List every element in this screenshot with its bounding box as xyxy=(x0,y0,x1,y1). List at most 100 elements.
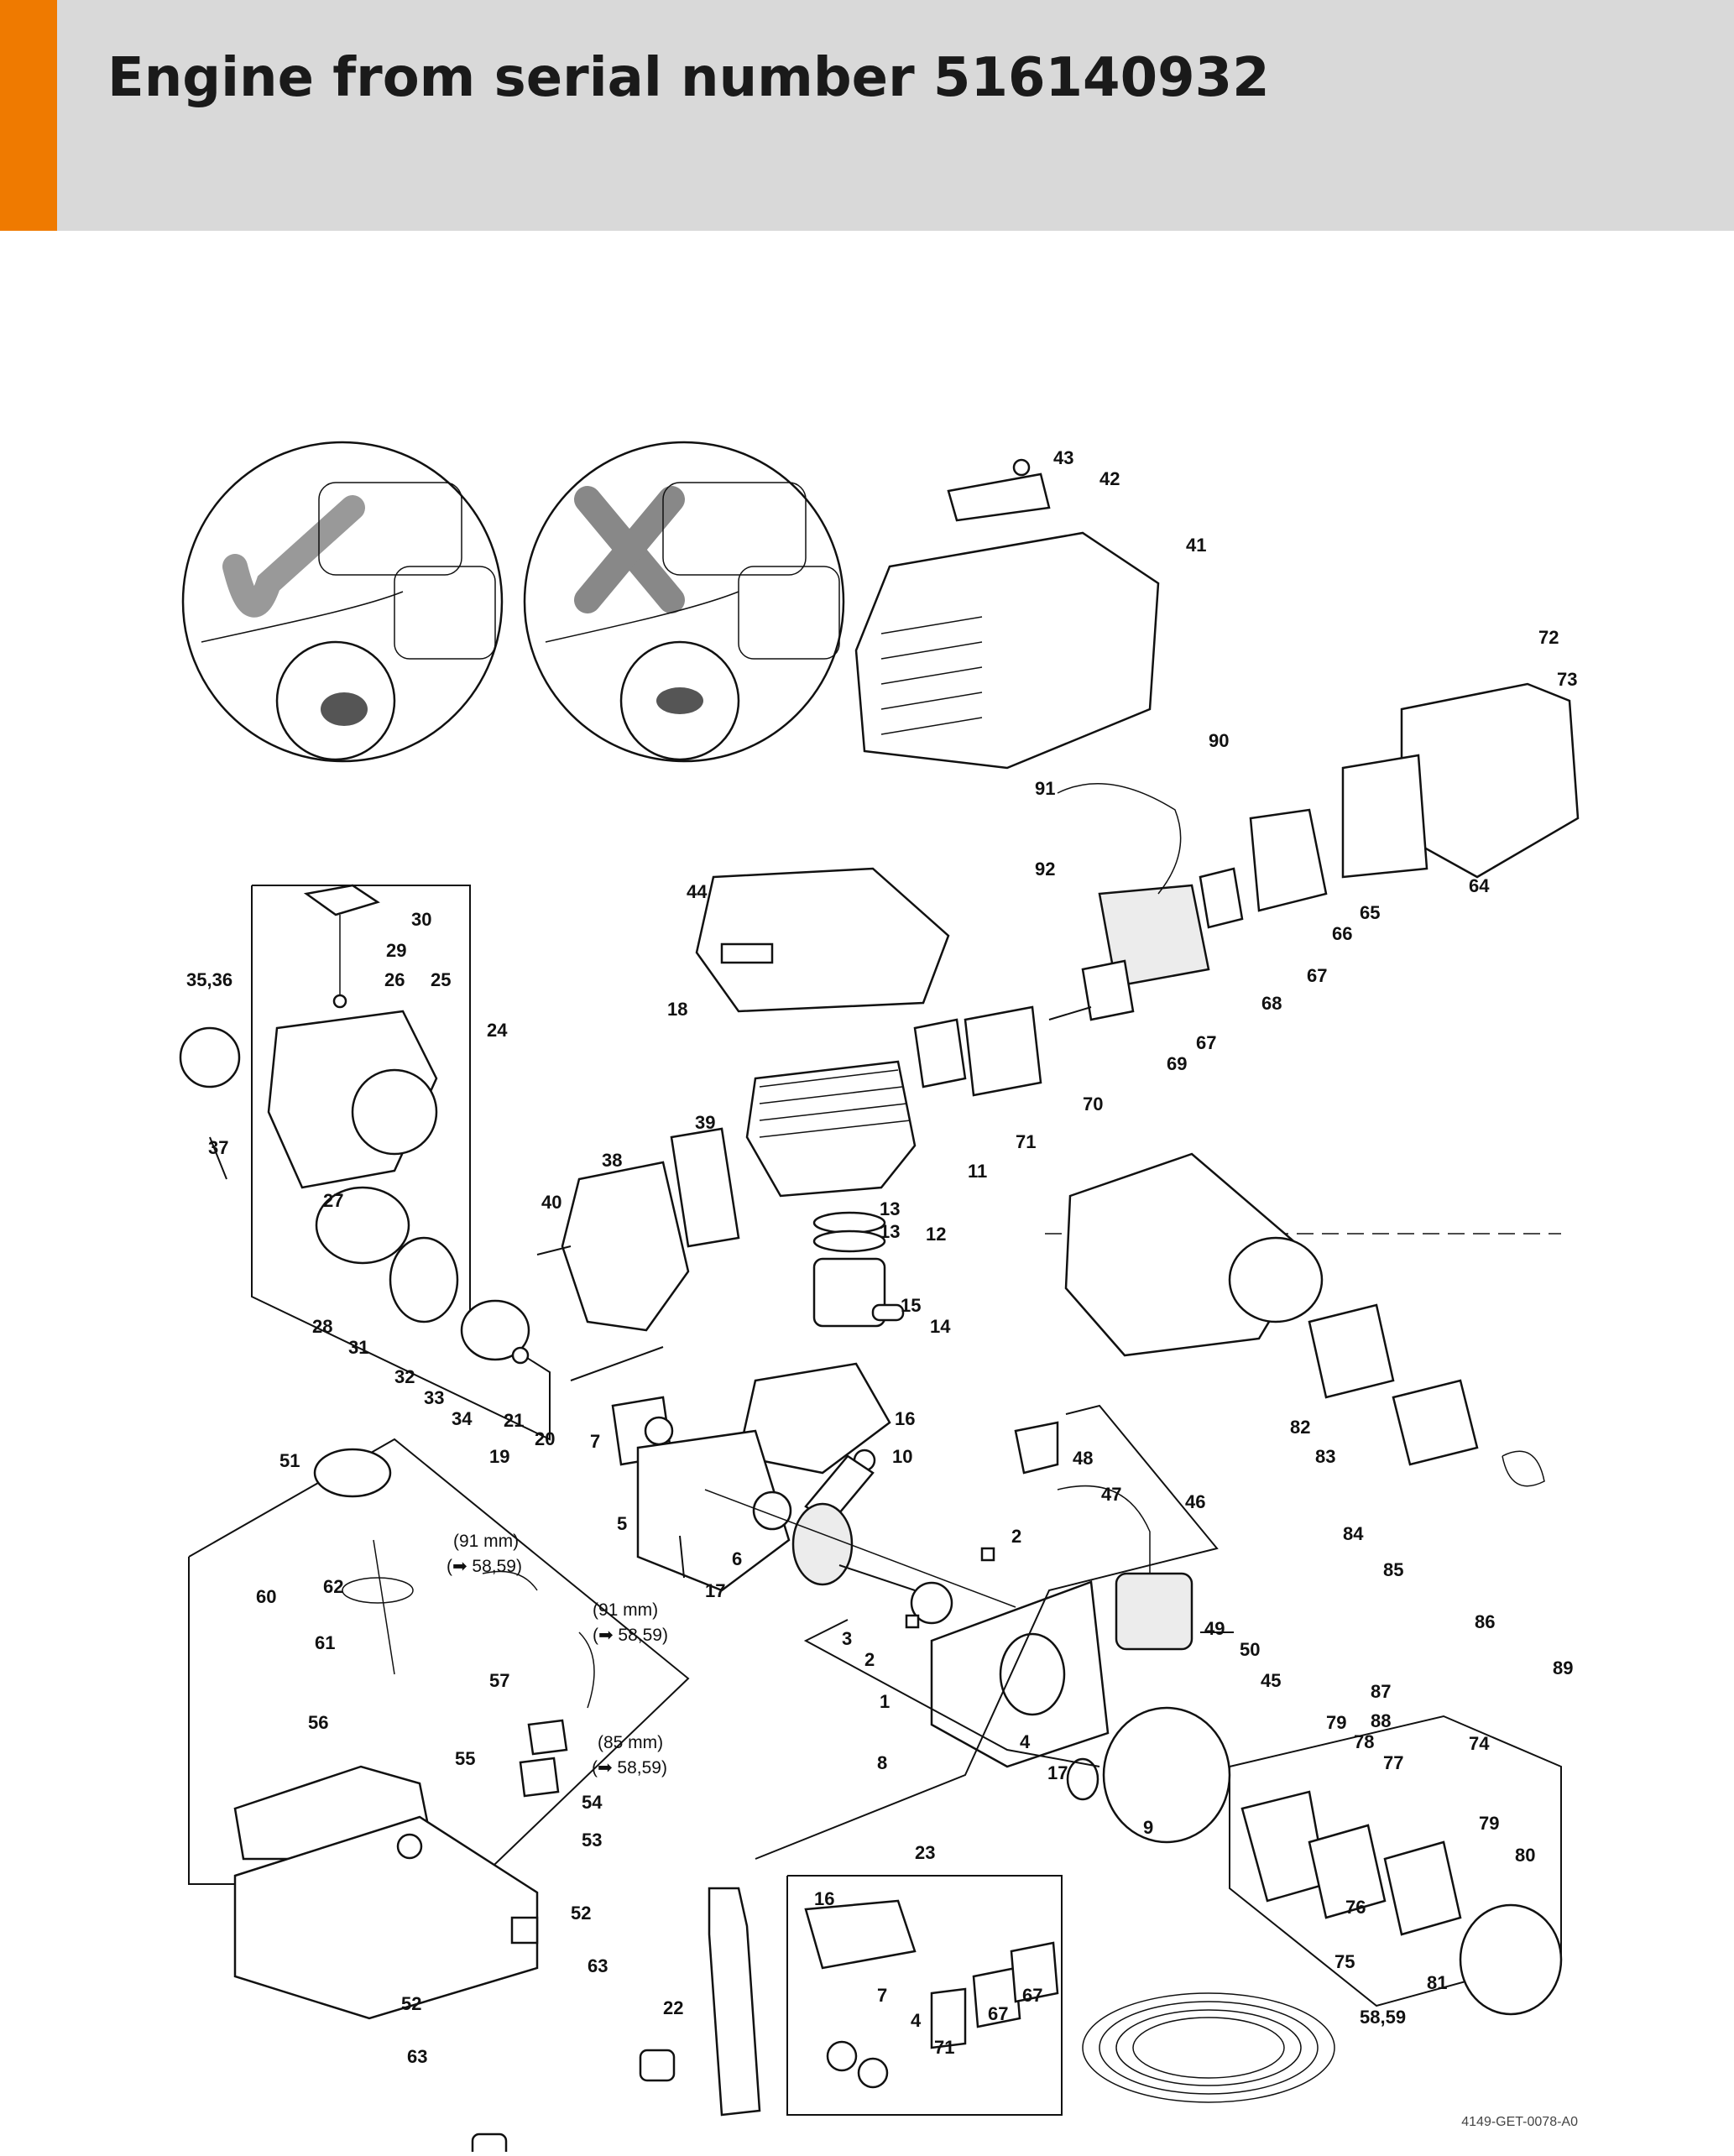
callout-label: 13 xyxy=(880,1198,900,1219)
callout-label: 4 xyxy=(911,2010,922,2031)
part-30-grip xyxy=(303,884,380,916)
callout-label: 2 xyxy=(864,1649,875,1670)
callout-label: 62 xyxy=(323,1576,343,1597)
length-note-1: (91 mm) xyxy=(453,1532,519,1551)
callout-label: 35,36 xyxy=(186,969,232,990)
part-16-gasket-set xyxy=(804,1899,917,1970)
part-7-seal-set xyxy=(826,2040,858,2072)
callout-label: 3 xyxy=(842,1628,852,1649)
callout-label: 55 xyxy=(455,1748,475,1769)
part-58-coil xyxy=(1082,1992,1335,2103)
part-33-washer xyxy=(511,1346,530,1365)
part-89-clip xyxy=(1502,1450,1545,1487)
callout-label: 67 xyxy=(1307,965,1327,986)
length-note-3: (85 mm) xyxy=(598,1733,663,1752)
gasket-set-group xyxy=(708,1875,1335,2117)
callout-labels: 43 42 41 72 73 90 91 92 64 65 66 67 68 6… xyxy=(186,447,1577,2067)
part-86-sleeve xyxy=(1392,1379,1479,1466)
callout-label: 17 xyxy=(1047,1762,1068,1783)
callout-label: 82 xyxy=(1290,1417,1310,1438)
callout-label: 46 xyxy=(1185,1491,1205,1512)
part-61-o-ring xyxy=(342,1577,414,1604)
callout-label: 16 xyxy=(814,1888,834,1909)
callout-label: 74 xyxy=(1469,1733,1490,1754)
callout-label: 71 xyxy=(1016,1131,1036,1152)
diagram-svg: 43 42 41 72 73 90 91 92 64 65 66 67 68 6… xyxy=(179,441,1580,2156)
part-40-screw xyxy=(536,1245,572,1255)
exploded-parts-diagram: 43 42 41 72 73 90 91 92 64 65 66 67 68 6… xyxy=(0,231,1734,2156)
callout-label: 66 xyxy=(1332,923,1352,944)
callout-label: 58,59 xyxy=(1360,2007,1406,2028)
part-48-terminal xyxy=(1014,1421,1059,1475)
part-71-gasket xyxy=(913,1018,967,1088)
callout-label: 12 xyxy=(926,1224,946,1245)
callout-label: 67 xyxy=(1196,1032,1216,1053)
part-32-pawl xyxy=(460,1299,530,1361)
part-54-valve xyxy=(527,1719,568,1756)
callout-label: 69 xyxy=(1167,1053,1187,1074)
refer-note-3: (➡ 58,59) xyxy=(592,1758,667,1778)
callout-label: 5 xyxy=(617,1513,627,1534)
callout-label: 64 xyxy=(1469,875,1490,896)
callout-label: 63 xyxy=(407,2046,427,2067)
callout-label: 60 xyxy=(256,1586,276,1607)
callout-label: 71 xyxy=(934,2037,954,2058)
callout-label: 86 xyxy=(1475,1611,1495,1632)
callout-label: 39 xyxy=(695,1112,715,1133)
part-70-manifold xyxy=(964,1005,1042,1097)
callout-label: 33 xyxy=(424,1387,444,1408)
part-26-spring xyxy=(351,1068,438,1156)
part-62-strap xyxy=(373,1539,395,1675)
part-hose xyxy=(482,1570,538,1591)
clutch-group xyxy=(1045,1152,1563,2016)
part-22-grease-tube xyxy=(708,1887,761,2117)
callout-label: 47 xyxy=(1101,1484,1121,1505)
part-67-gasket-lower xyxy=(1081,959,1135,1021)
callout-label: 37 xyxy=(208,1137,228,1158)
part-31-spring xyxy=(389,1236,459,1323)
callout-label: 56 xyxy=(308,1712,328,1733)
callout-label: 89 xyxy=(1553,1657,1573,1678)
length-note-2: (91 mm) xyxy=(593,1600,658,1620)
part-28-rope-rotor xyxy=(315,1186,410,1265)
part-63-buffer-b xyxy=(471,2133,508,2156)
part-13-ring xyxy=(812,1211,886,1235)
part-67-gasket-set-b xyxy=(1010,1941,1059,2003)
part-5-half-shell xyxy=(636,1429,791,1592)
callout-label: 78 xyxy=(1354,1731,1374,1752)
callout-label: 7 xyxy=(877,1985,887,2006)
check-mark-icon xyxy=(222,495,365,618)
cylinder-group xyxy=(670,867,950,1328)
part-67-gasket-set xyxy=(972,1966,1021,2028)
part-3-bearing xyxy=(910,1581,953,1625)
callout-label: 54 xyxy=(582,1792,603,1813)
muffler-group xyxy=(536,1161,690,1332)
part-35-plate xyxy=(179,1026,241,1088)
callout-label: 87 xyxy=(1371,1681,1391,1702)
part-66-filter xyxy=(1341,754,1428,879)
callout-label: 22 xyxy=(663,1997,683,2018)
page-title: Engine from serial number 516140932 xyxy=(107,47,1270,109)
callout-label: 53 xyxy=(582,1830,602,1851)
part-2-sleeve-b xyxy=(905,1614,920,1629)
callout-label: 16 xyxy=(895,1408,915,1429)
part-63-buffer xyxy=(639,2049,676,2082)
callout-label: 23 xyxy=(915,1842,935,1863)
refer-note-1: (➡ 58,59) xyxy=(447,1557,522,1576)
ignition-group xyxy=(755,1404,1234,1860)
callout-label: 45 xyxy=(1261,1670,1281,1691)
part-53-seal xyxy=(519,1757,560,1798)
callout-label: 41 xyxy=(1186,535,1206,556)
callout-label: 92 xyxy=(1035,859,1055,880)
callout-label: 29 xyxy=(386,940,406,961)
callout-label: 14 xyxy=(930,1316,951,1337)
callout-label: 81 xyxy=(1427,1972,1447,1993)
callout-label: 11 xyxy=(968,1161,987,1182)
callout-label: 10 xyxy=(892,1446,912,1467)
part-37-screw xyxy=(209,1136,227,1180)
part-4-seal xyxy=(1066,1757,1099,1801)
callout-label: 88 xyxy=(1371,1710,1391,1731)
part-45-flywheel xyxy=(1102,1706,1231,1844)
part-90-wiring xyxy=(1057,783,1182,895)
callout-label: 13 xyxy=(880,1221,900,1242)
